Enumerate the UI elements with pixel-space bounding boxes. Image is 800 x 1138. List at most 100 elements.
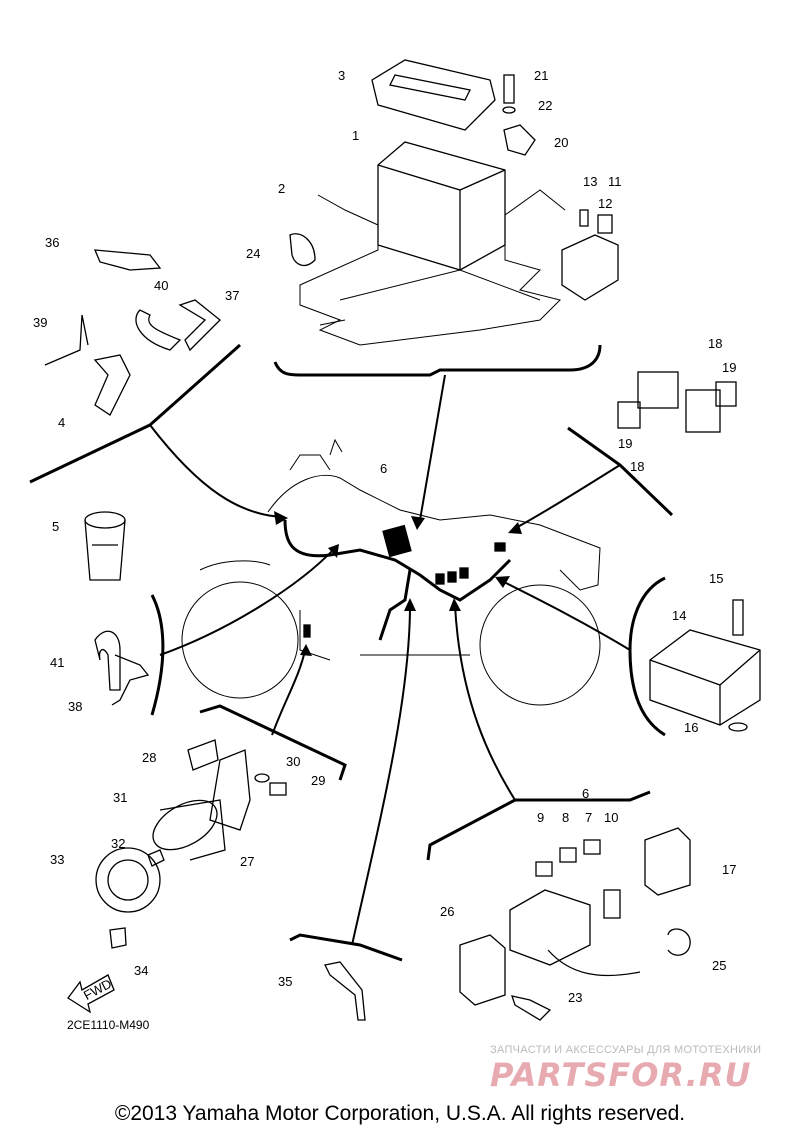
leader-lines [149,374,631,946]
battery-cover-3 [371,59,496,131]
horn-bracket-marker [303,624,311,638]
callout-1: 1 [352,128,359,143]
fuse-marker [494,542,506,552]
callout-28: 28 [142,750,156,765]
callout-18-top: 18 [708,336,722,351]
callout-34: 34 [134,963,148,978]
bolt-29 [269,782,287,796]
fuse-box-6 [509,889,641,977]
callout-5: 5 [52,519,59,534]
callout-15: 15 [709,571,723,586]
hose-41 [94,630,121,691]
relay-marker-1 [435,573,445,585]
rectifier-regulator-14 [649,629,761,726]
relay-marker-3 [459,567,469,579]
callout-38: 38 [68,699,82,714]
clamp-37 [178,299,221,352]
callout-2: 2 [278,181,285,196]
callout-26: 26 [440,904,454,919]
callout-6-fuse: 6 [582,786,589,801]
washer-30 [254,773,270,783]
bracket-27 [209,749,251,831]
callout-40: 40 [154,278,168,293]
battery-box-2 [299,189,566,346]
unit-26 [459,934,506,1006]
bolt-34 [109,927,127,949]
callout-17: 17 [722,862,736,877]
bolt-32 [147,849,165,867]
callout-12: 12 [598,196,612,211]
callout-4: 4 [58,415,65,430]
washer-22 [502,106,516,114]
callout-24: 24 [246,246,260,261]
watermark-logo: PARTSFOR.RU [490,1056,752,1094]
fuse-10 [603,889,621,919]
callout-18-bottom: 18 [630,459,644,474]
callout-32: 32 [111,836,125,851]
callout-29: 29 [311,773,325,788]
callout-7: 7 [585,810,592,825]
callout-35: 35 [278,974,292,989]
callout-21: 21 [534,68,548,83]
diagram-code: 2CE1110-M490 [67,1018,150,1032]
callout-39: 39 [33,315,47,330]
bolt-21 [503,74,515,104]
relay-18-right [685,381,737,433]
callout-30: 30 [286,754,300,769]
callout-41: 41 [50,655,64,670]
washer-16 [728,722,748,732]
horn-31 [152,799,226,861]
hose-guide-36 [93,249,162,271]
callout-19-right: 19 [722,360,736,375]
callout-31: 31 [113,790,127,805]
callout-23: 23 [568,990,582,1005]
callout-3: 3 [338,68,345,83]
horn-33 [95,847,161,913]
callout-16: 16 [684,720,698,735]
terminal-20 [503,124,536,156]
callout-25: 25 [712,958,726,973]
bracket-28 [187,739,219,771]
fuse-8 [559,847,577,863]
band-38 [111,654,150,706]
callout-10: 10 [604,810,618,825]
unit-17 [644,827,691,896]
watermark-subtitle: ЗАПЧАСТИ И АКСЕССУАРЫ ДЛЯ МОТОТЕХНИКИ [490,1044,762,1056]
band-35 [324,961,366,1021]
copyright-notice: ©2013 Yamaha Motor Corporation, U.S.A. A… [114,1102,686,1125]
callout-13: 13 [583,174,597,189]
switch-5 [84,511,126,581]
fwd-arrow: FWD [67,974,115,1014]
hose-40 [135,309,182,351]
callout-9: 9 [537,810,544,825]
arrowheads [274,511,522,656]
relay-18-left [617,371,679,429]
relay-marker-2 [447,571,457,583]
callout-8: 8 [562,810,569,825]
starter-relay-11 [561,209,619,301]
lead-23 [511,995,552,1021]
main-harness [283,519,512,641]
callout-27: 27 [240,854,254,869]
callout-33: 33 [50,852,64,867]
band-39 [44,314,89,366]
callout-14: 14 [672,608,686,623]
callouts: 3 1 2 21 22 20 13 11 12 24 36 40 37 39 4… [33,68,736,1005]
motorcycle-outline [181,438,601,706]
callout-20: 20 [554,135,568,150]
callout-11: 11 [608,174,622,189]
band-24 [289,233,316,267]
fuse-7 [583,839,601,855]
callout-19-left: 19 [618,436,632,451]
battery-1 [377,141,506,271]
band-25 [667,928,691,956]
holder-4 [93,354,131,416]
group-brackets [29,343,674,962]
battery-location-marker [382,524,412,558]
callout-6-main: 6 [380,461,387,476]
callout-36: 36 [45,235,59,250]
callout-37: 37 [225,288,239,303]
fuse-9 [535,861,553,877]
callout-22: 22 [538,98,552,113]
